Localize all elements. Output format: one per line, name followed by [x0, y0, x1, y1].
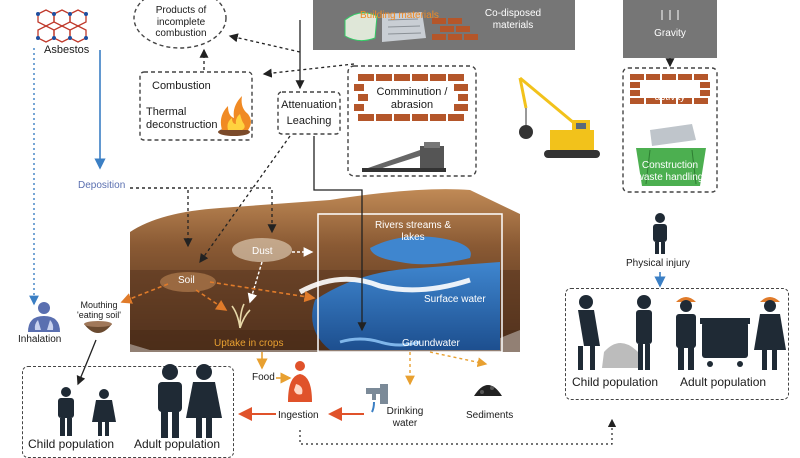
thermal-label: Thermal deconstruction: [146, 106, 218, 131]
deposition-label: Deposition: [78, 180, 126, 191]
bowl-icon: [84, 321, 112, 333]
plant-icon: [231, 303, 251, 329]
rubble-icon: [602, 343, 642, 368]
mouthing-child-arrow: [76, 339, 97, 386]
person-icon: [158, 364, 182, 438]
soil-label: Soil: [178, 275, 195, 286]
person-icon: [676, 297, 696, 370]
dust-crop-arrow: [247, 261, 263, 304]
combustion-label: Combustion: [152, 80, 211, 92]
right-adult-figures: [676, 297, 786, 370]
leaching-label: Leaching: [286, 115, 332, 127]
dust-cloud-icon: [232, 238, 292, 262]
dumpster-icon: [700, 318, 750, 367]
child-population-left-label: Child population: [28, 437, 115, 451]
skip-bin-icon: [636, 124, 706, 186]
soil-patch-icon: [160, 272, 216, 292]
person-icon: [92, 389, 116, 436]
person-icon: [636, 295, 652, 370]
uptake-label: Uptake in crops: [214, 338, 284, 349]
inhalation-label: Inhalation: [18, 334, 62, 345]
rivers-label: Rivers streams & lakes: [374, 220, 452, 243]
wrecking-ball-icon: [519, 125, 533, 139]
products-circle: [133, 0, 227, 49]
person-icon: [653, 213, 667, 254]
attenuation-soil-arrow: [199, 135, 291, 264]
left-adult-figures: [158, 364, 222, 438]
construction-waste-label: Construction waste handling: [636, 160, 704, 183]
organ-icon: [288, 361, 312, 402]
brick-stack-icon: [432, 18, 478, 40]
building-materials-illustration: [344, 12, 426, 42]
surface-water-label: Surface water: [424, 294, 486, 305]
demolition-label: Demolition activity: [646, 80, 694, 103]
co-disposed-label: Co-disposed materials: [484, 8, 542, 31]
gravity-label: Gravity: [654, 28, 686, 39]
adult-population-right-label: Adult population: [680, 375, 767, 389]
attenuation-box: [277, 91, 341, 135]
asbestos-molecule-icon: [37, 9, 87, 43]
right-population-box: [565, 288, 789, 400]
adult-population-left-label: Adult population: [134, 437, 221, 451]
groundwater-label: Groundwater: [402, 338, 460, 349]
leaching-groundwater-arrow: [313, 136, 367, 332]
sediment-pile-icon: [474, 385, 502, 396]
person-icon: [58, 387, 74, 436]
tap-icon: [366, 384, 388, 413]
mouthing-label: Mouthing 'eating soil': [77, 300, 121, 321]
lungs-icon: [28, 302, 60, 332]
soil-water-arrow: [209, 281, 316, 303]
person-icon: [754, 297, 786, 370]
demolition-brick-icon: [630, 74, 710, 104]
brick-wall-icon: [354, 74, 468, 121]
person-icon: [578, 295, 600, 370]
comminution-box: [347, 65, 477, 177]
asbestos-label: Asbestos: [44, 44, 90, 56]
soil-crop-arrow: [195, 289, 228, 311]
child-population-right-label: Child population: [572, 375, 659, 389]
products-incomplete-label: Products of incomplete combustion: [155, 5, 207, 39]
food-label: Food: [252, 372, 275, 383]
demolition-box: [622, 67, 718, 193]
comminution-label: Comminution / abrasion: [376, 86, 448, 111]
drinking-water-label: Drinking water: [386, 406, 424, 429]
gravity-box: [623, 0, 717, 58]
physical-injury-label: Physical injury: [626, 258, 690, 269]
gravity-arrows-icon: [661, 10, 679, 20]
person-icon: [186, 364, 222, 438]
dust-label: Dust: [252, 246, 273, 257]
sediments-label: Sediments: [466, 410, 514, 421]
attenuation-label: Attenuation: [281, 99, 337, 111]
crane-body-icon: [519, 108, 600, 158]
left-child-figures: [58, 387, 116, 436]
building-materials-label: Building materials: [360, 10, 439, 21]
combustion-box: [139, 71, 253, 141]
soil-mouthing-arrow: [120, 283, 169, 304]
right-child-figures: [578, 295, 652, 370]
crusher-machine-icon: [362, 142, 446, 172]
to-right-population-arrow: [299, 418, 617, 445]
ingestion-label: Ingestion: [278, 410, 319, 421]
fire-icon: [218, 96, 251, 136]
